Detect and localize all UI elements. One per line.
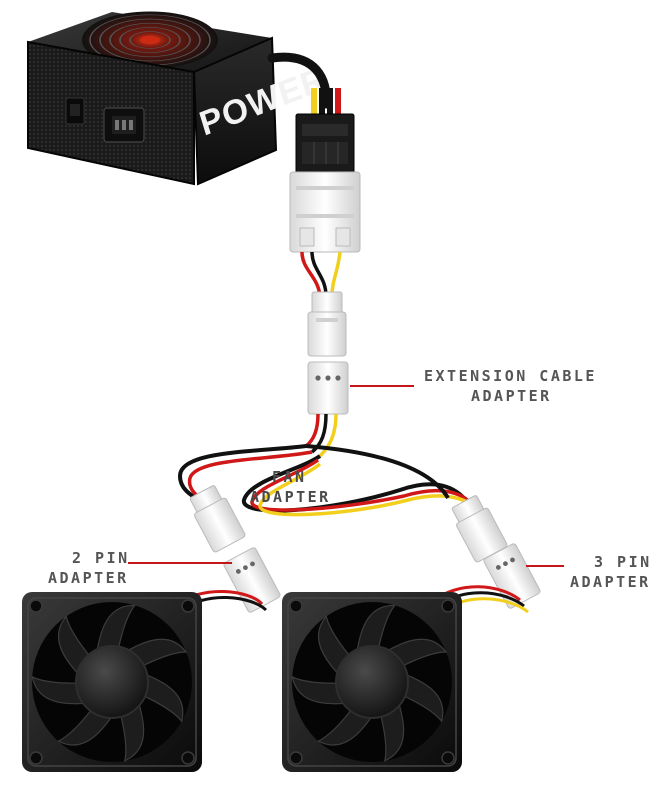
extension-cable-adapter <box>307 361 349 415</box>
fan-adapter-label: FAN ADAPTER <box>250 467 331 507</box>
psu-power-socket <box>103 107 145 143</box>
three-pin-adapter-label: 3 PIN ADAPTER <box>570 552 652 592</box>
fan-screw-hole <box>289 751 303 765</box>
wire-red-1 <box>300 251 322 297</box>
fan-hub <box>75 645 149 719</box>
two-pin-label-line1: 2 PIN <box>72 549 130 567</box>
psu-output-cable <box>267 52 331 109</box>
psu-fan-grille <box>82 11 218 69</box>
power-supply-unit: POWER <box>27 11 331 186</box>
fan-screw-hole <box>29 751 43 765</box>
fan-hub <box>335 645 409 719</box>
leader-lines <box>128 385 564 567</box>
fan-label-line2: ADAPTER <box>250 488 331 506</box>
extension-label-line2: ADAPTER <box>471 387 552 405</box>
fan-right <box>282 592 462 772</box>
two-pin-label-line2: ADAPTER <box>48 569 129 587</box>
fan-connector-male-top <box>307 291 347 357</box>
fan-screw-hole <box>29 599 43 613</box>
wire-black-2 <box>310 413 328 454</box>
fan-screw-hole <box>441 751 455 765</box>
psu-molex-connector <box>295 113 355 175</box>
molex-adapter-connector <box>289 171 361 253</box>
fan-screw-hole <box>181 599 195 613</box>
fan-screw-hole <box>441 599 455 613</box>
three-pin-adapter-connector <box>483 543 541 609</box>
fan-label-line1: FAN <box>272 468 307 486</box>
wire-yellow-2 <box>318 413 338 458</box>
three-pin-label-line2: ADAPTER <box>570 573 651 591</box>
psu-side-panel <box>194 38 276 184</box>
two-pin-adapter-connector <box>223 547 281 613</box>
three-pin-label-line1: 3 PIN <box>594 553 652 571</box>
left-splitter-male-connector <box>189 485 246 553</box>
extension-cable-adapter-label: EXTENSION CABLE ADAPTER <box>424 366 597 406</box>
wire-yellow-1 <box>330 251 342 297</box>
fan-screw-hole <box>181 751 195 765</box>
right-splitter-male-connector <box>451 495 508 563</box>
wire-red-2 <box>304 413 320 448</box>
molex-wire-bundle <box>311 88 341 118</box>
fan-screw-hole <box>289 599 303 613</box>
fan-left <box>22 592 202 772</box>
wire-black-1 <box>310 251 328 297</box>
two-pin-adapter-label: 2 PIN ADAPTER <box>48 548 130 588</box>
extension-label-line1: EXTENSION CABLE <box>424 367 597 385</box>
